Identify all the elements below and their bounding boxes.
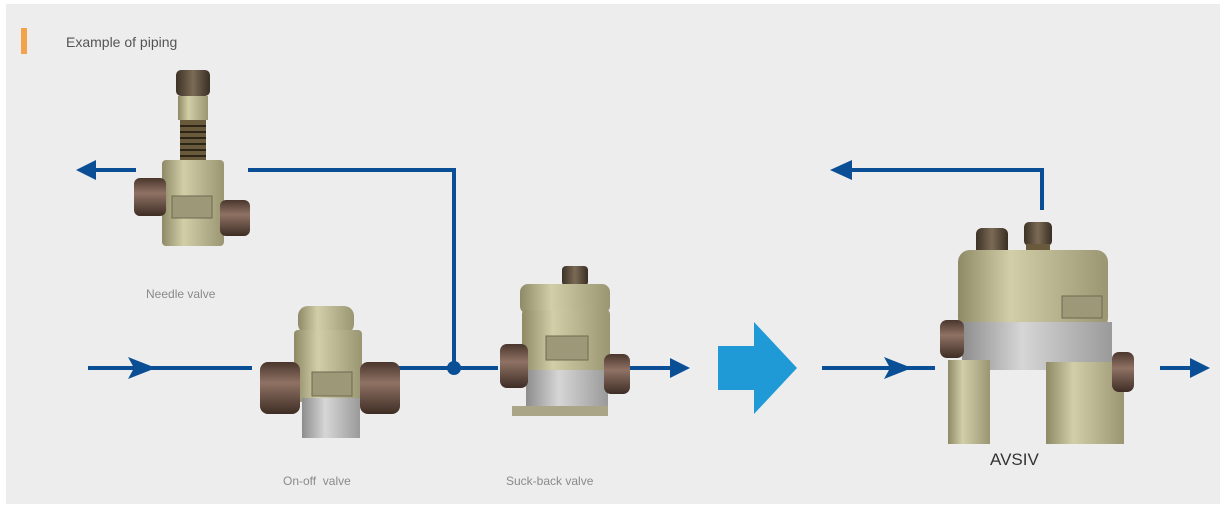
diagram-title: Example of piping <box>66 34 178 50</box>
needle-valve-icon <box>134 70 250 246</box>
on-off-valve-icon <box>260 306 400 438</box>
needle-valve-label: Needle valve <box>146 287 216 301</box>
avsiv-valve-icon <box>940 222 1134 444</box>
avsiv-outlet-arrow <box>1190 358 1210 378</box>
suck-back-valve-label: Suck-back valve <box>506 474 594 488</box>
on-off-valve-label: On-off valve <box>283 474 351 488</box>
needle-outlet-arrow <box>76 160 96 180</box>
branch-pipe <box>248 168 456 368</box>
right-arrow-icon <box>718 322 797 414</box>
suck-back-valve-icon <box>500 266 630 416</box>
title-accent-bar <box>21 28 27 54</box>
avsiv-return-pipe <box>846 168 1044 210</box>
avsiv-return-arrow <box>830 160 852 180</box>
pipe-arrowheads-right <box>830 160 1210 379</box>
avsiv-label: AVSIV <box>990 450 1039 469</box>
avsiv-inlet-arrow <box>884 357 912 379</box>
outlet-arrow <box>670 358 690 378</box>
pipe-arrowheads-left <box>76 160 690 379</box>
pipe-junction <box>447 361 461 375</box>
inlet-arrow <box>128 357 156 379</box>
